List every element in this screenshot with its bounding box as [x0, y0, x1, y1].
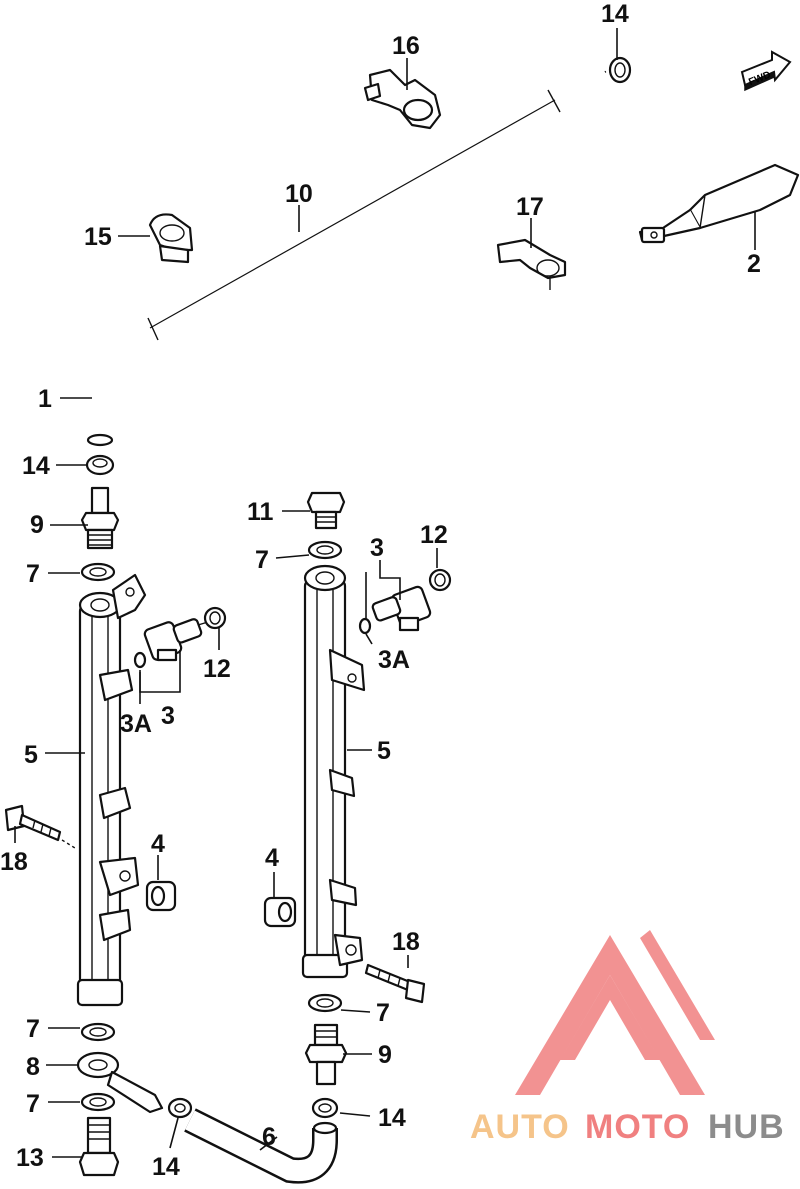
o-ring-3a-left	[133, 651, 147, 669]
injector-3-left	[143, 618, 209, 662]
watermark-auto: AUTO	[470, 1108, 570, 1146]
o-ring-12-left	[203, 606, 227, 630]
callout-5-right: 5	[377, 737, 391, 765]
pipe-clamp-17	[496, 238, 567, 290]
callout-3-right: 3	[370, 534, 384, 562]
hose-clamp-14-bottom-right	[311, 1097, 339, 1119]
callout-8: 8	[26, 1053, 40, 1081]
callout-13: 13	[16, 1144, 44, 1172]
callout-7-d: 7	[255, 546, 269, 574]
grommet-4-right	[263, 896, 297, 928]
callout-14-top: 14	[601, 0, 629, 28]
watermark-triangle-icon	[515, 935, 705, 1095]
watermark-hub: HUB	[708, 1108, 785, 1146]
callout-2: 2	[747, 250, 761, 278]
callout-9-left: 9	[30, 511, 44, 539]
callout-18-left: 18	[0, 848, 28, 876]
fuel-hose-6	[184, 1108, 338, 1184]
callout-1: 1	[38, 385, 52, 413]
callout-5-left: 5	[24, 741, 38, 769]
bolt-18-left	[4, 804, 76, 849]
callout-7-b: 7	[26, 1015, 40, 1043]
callout-15: 15	[84, 223, 112, 251]
callout-7-e: 7	[376, 999, 390, 1027]
callout-7-a: 7	[26, 560, 40, 588]
o-ring-12-right	[428, 568, 452, 592]
union-bolt-13	[78, 1116, 120, 1177]
bracket-2	[638, 163, 800, 244]
callout-11: 11	[247, 498, 274, 526]
fuel-rail-5-right	[301, 564, 366, 979]
washer-7-a	[80, 562, 116, 582]
callout-4-left: 4	[151, 830, 165, 858]
washer-7-e	[307, 993, 343, 1013]
watermark-moto: MOTO	[585, 1108, 690, 1146]
callout-12-right: 12	[420, 521, 448, 549]
fitting-9-right	[304, 1023, 348, 1086]
washer-7-d	[307, 540, 343, 560]
union-8	[76, 1051, 164, 1114]
washer-7-b	[80, 1022, 116, 1042]
grommet-4-left	[145, 880, 177, 912]
hose-clamp-14-bottom-left	[167, 1097, 193, 1119]
callout-7-c: 7	[26, 1090, 40, 1118]
callout-14-mid: 14	[22, 452, 50, 480]
callout-4-right: 4	[265, 844, 279, 872]
fuel-rail-5-left	[76, 573, 147, 1007]
fuel-pipe-10	[86, 62, 611, 447]
callout-3a-left: 3A	[120, 710, 152, 738]
callout-14-bottom-right: 14	[378, 1104, 406, 1132]
callout-10: 10	[285, 180, 313, 208]
washer-7-c	[80, 1092, 116, 1112]
callout-6: 6	[262, 1123, 276, 1151]
fitting-9-left	[80, 486, 120, 550]
pipe-clamp-15	[148, 213, 194, 264]
bolt-18-right	[364, 963, 426, 1004]
callout-9-right: 9	[378, 1041, 392, 1069]
fwd-arrow-icon: FWD	[740, 50, 792, 92]
watermark-logo	[515, 930, 715, 1095]
callout-17: 17	[516, 193, 544, 221]
bolt-11	[306, 491, 346, 530]
o-ring-3a-right	[358, 617, 372, 635]
callout-14-bottom-left: 14	[152, 1153, 180, 1181]
callout-16: 16	[392, 32, 420, 60]
callout-3a-right: 3A	[378, 646, 410, 674]
callout-18-right: 18	[392, 928, 420, 956]
callout-12-left: 12	[203, 655, 231, 683]
hose-clamp-14-mid	[85, 454, 115, 476]
injector-3-right	[371, 585, 432, 632]
callout-3-left: 3	[161, 702, 175, 730]
hose-clamp-14-top	[608, 56, 632, 84]
pipe-clamp-16	[363, 68, 442, 130]
leader-lines	[14, 28, 756, 1158]
